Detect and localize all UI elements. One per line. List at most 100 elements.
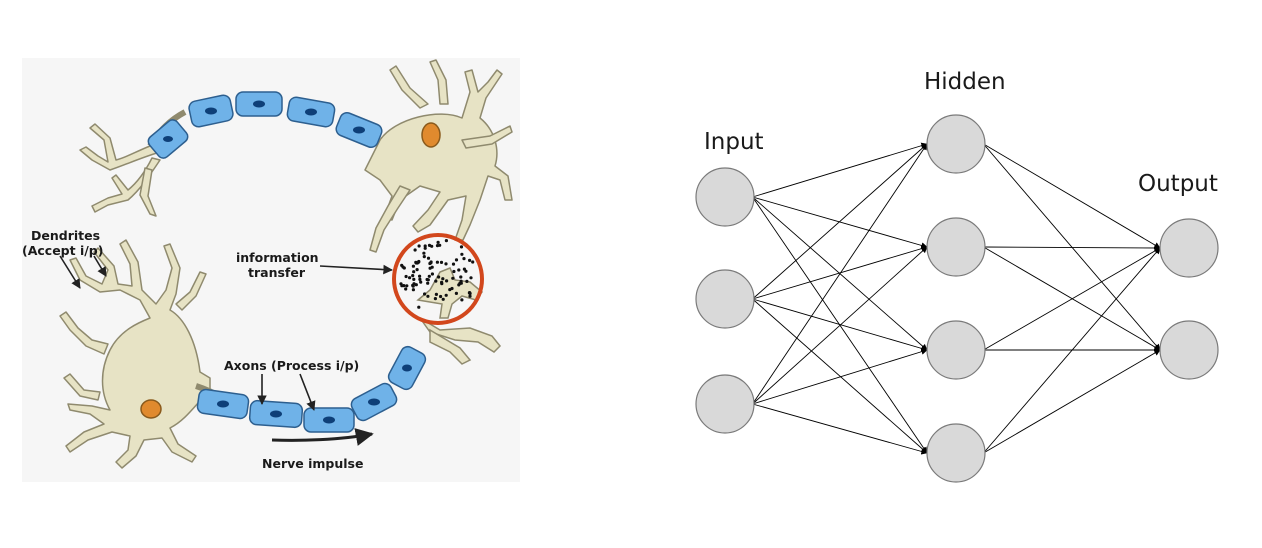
vesicle-dot	[457, 268, 461, 272]
edge-l1-3-to-0	[983, 247, 1161, 454]
vesicle-dot	[404, 287, 408, 291]
top-neuron-body	[364, 59, 513, 253]
nerve-impulse-arrow	[271, 428, 374, 446]
axons-arrow-2	[299, 373, 316, 411]
hidden-node-4	[926, 423, 986, 483]
vesicle-dot	[413, 248, 417, 252]
vesicle-dot	[444, 293, 448, 297]
vesicle-dot	[417, 244, 421, 248]
output-node-1	[1159, 218, 1219, 278]
edge-l0-2-to-3	[752, 403, 928, 455]
vesicle-dot	[454, 291, 458, 295]
vesicle-dot	[426, 281, 430, 285]
dendrites-label-line1: Dendrites	[31, 228, 100, 243]
vesicle-dot	[414, 260, 418, 264]
vesicle-dot	[451, 262, 456, 266]
vesicle-dot	[418, 277, 422, 281]
vesicle-dot	[414, 283, 418, 287]
input-layer-label: Input	[704, 129, 764, 155]
edge-l1-0-to-1	[983, 143, 1161, 351]
upper-axon-myelin	[147, 91, 383, 159]
vesicle-dot	[419, 280, 423, 284]
output-node-2	[1159, 320, 1219, 380]
vesicle-dot	[399, 282, 403, 286]
upper-left-dendrites	[79, 123, 161, 217]
vesicle-dot	[405, 284, 409, 288]
vesicle-dot	[462, 267, 466, 271]
vesicle-dot	[426, 294, 430, 298]
vesicle-dot	[427, 274, 431, 278]
edge-l0-0-to-0	[752, 142, 928, 198]
vesicle-dot	[468, 258, 472, 262]
synapse-region	[392, 233, 502, 365]
hidden-node-3	[926, 320, 986, 380]
output-layer-label: Output	[1138, 171, 1218, 197]
vesicle-dot	[459, 245, 464, 249]
synaptic-vesicles	[399, 239, 475, 309]
vesicle-dot	[417, 260, 421, 264]
axons-label: Axons (Process i/p)	[224, 358, 359, 373]
vesicle-dot	[430, 244, 434, 248]
vesicle-dot	[415, 268, 419, 272]
info-transfer-label-line1: information	[236, 250, 319, 265]
vesicle-dot	[412, 270, 416, 274]
vesicle-dot	[468, 294, 472, 298]
vesicle-dot	[460, 252, 464, 256]
vesicle-dot	[429, 260, 433, 264]
input-node-3	[695, 374, 755, 434]
network-nodes	[695, 114, 1219, 483]
vesicle-dot	[440, 280, 444, 284]
vesicle-dot	[469, 276, 473, 280]
info-transfer-label-line2: transfer	[248, 265, 306, 280]
nerve-impulse-label: Nerve impulse	[262, 456, 363, 471]
vesicle-dot	[465, 279, 469, 283]
hidden-node-1	[926, 114, 986, 174]
vesicle-dot	[441, 297, 445, 301]
vesicle-dot	[411, 288, 415, 292]
vesicle-dot	[452, 269, 456, 274]
vesicle-dot	[444, 239, 448, 243]
hidden-node-2	[926, 217, 986, 277]
vesicle-dot	[434, 292, 438, 296]
vesicle-dot	[444, 262, 448, 266]
vesicle-dot	[411, 274, 415, 278]
vesicle-dot	[422, 251, 426, 255]
vesicle-dot	[426, 278, 430, 282]
vesicle-dot	[423, 244, 427, 248]
edge-l0-2-to-1	[752, 246, 928, 405]
vesicle-dot	[445, 279, 449, 283]
edge-l0-1-to-3	[752, 298, 928, 454]
input-node-1	[695, 167, 755, 227]
vesicle-dot	[454, 258, 459, 262]
edge-l1-1-to-0	[983, 244, 1161, 252]
vesicle-dot	[412, 277, 416, 281]
vesicle-dot	[423, 292, 427, 296]
vesicle-dot	[462, 257, 466, 261]
edge-l0-2-to-0	[752, 143, 928, 405]
vesicle-dot	[471, 260, 475, 264]
vesicle-dot	[433, 297, 437, 301]
bottom-nucleus	[140, 399, 162, 419]
vesicle-dot	[408, 276, 412, 280]
neuron-diagram: Dendrites (Accept i/p) information trans…	[22, 58, 520, 482]
edge-l0-2-to-2	[752, 348, 928, 405]
dendrites-arrow-2	[93, 255, 107, 277]
network-edges	[752, 142, 1161, 455]
vesicle-dot	[441, 277, 445, 281]
vesicle-dot	[400, 263, 404, 267]
vesicle-dot	[439, 294, 443, 299]
vesicle-dot	[459, 279, 463, 283]
vesicle-dot	[422, 255, 426, 259]
annotation-arrows	[59, 255, 393, 446]
edge-l0-1-to-2	[752, 298, 928, 352]
vesicle-dot	[435, 260, 439, 264]
hidden-layer-label: Hidden	[924, 69, 1006, 95]
vesicle-dot	[418, 274, 422, 278]
vesicle-dot	[451, 276, 455, 280]
dendrites-arrow-1	[59, 255, 81, 289]
vesicle-dot	[459, 275, 463, 279]
vesicle-dot	[437, 275, 441, 279]
vesicle-dot	[435, 244, 440, 248]
vesicle-dot	[430, 272, 434, 276]
